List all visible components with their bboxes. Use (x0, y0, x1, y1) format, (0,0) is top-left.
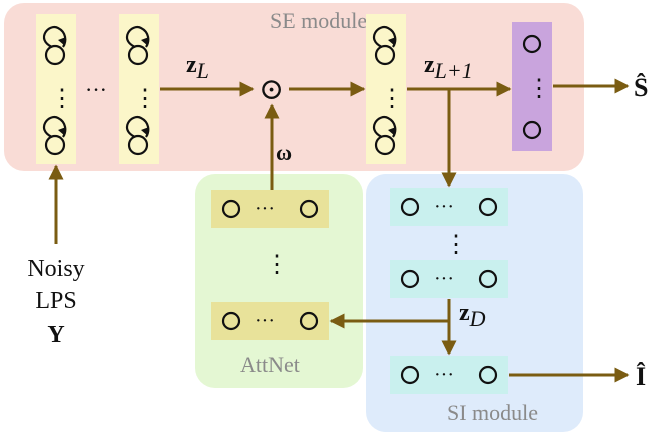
se-recurrent-layer-l-plus-1: ⋮ (366, 14, 406, 164)
si-module-label: SI module (447, 400, 538, 425)
se-recurrent-layer-l: ⋮ (119, 14, 159, 164)
node-circle-icon (478, 365, 498, 385)
attnet-layer-top: ··· (211, 190, 329, 228)
node-circle-icon (299, 199, 319, 219)
se-module-label: SE module (270, 8, 367, 33)
vdots-symbol: ⋮ (444, 232, 468, 258)
hdots-symbol: ··· (434, 364, 454, 386)
hadamard-product-icon: ⊙ (259, 73, 284, 106)
node-circle-icon (400, 269, 420, 289)
node-circle-icon (400, 197, 420, 217)
z-l1-base: z (424, 52, 435, 78)
output-s-hat: Ŝ (634, 73, 648, 102)
si-layer-middle: ··· (390, 260, 508, 298)
node-circle-icon (478, 269, 498, 289)
hdots-symbol: ··· (255, 198, 275, 220)
hdots-symbol: ··· (434, 268, 454, 290)
arrows (48, 78, 630, 383)
node-circle-icon (522, 120, 542, 140)
attnet-layer-bottom: ··· (211, 302, 329, 340)
vdots-symbol: ⋮ (50, 86, 74, 112)
output-i-hat: Î (636, 362, 646, 391)
z-l1-sub: L+1 (434, 58, 473, 83)
z-d-sub: D (469, 306, 486, 331)
se-output-layer: ⋮ (512, 22, 552, 151)
z-d-label: zD (459, 300, 486, 331)
vdots-symbol: ⋮ (265, 252, 289, 278)
input-label-lps: LPS (35, 288, 76, 314)
node-circle-icon (221, 311, 241, 331)
omega-label: ω (276, 140, 292, 165)
z-d-base: z (459, 300, 470, 326)
z-l-sub: L (196, 58, 209, 83)
node-circle-icon (299, 311, 319, 331)
hdots-symbol: ··· (255, 310, 275, 332)
attnet-module-label: AttNet (240, 352, 300, 377)
si-layer-output: ··· (390, 356, 508, 394)
se-recurrent-layer-1: ⋮ (36, 14, 76, 164)
input-label-y: Y (47, 322, 64, 348)
vdots-symbol: ⋮ (133, 86, 157, 112)
vdots-symbol: ⋮ (380, 86, 404, 112)
z-l-base: z (186, 52, 197, 78)
si-layer-top: ··· (390, 188, 508, 226)
node-circle-icon (221, 199, 241, 219)
z-l-label: zL (186, 52, 209, 83)
input-label-noisy: Noisy (27, 256, 84, 282)
node-circle-icon (478, 197, 498, 217)
hdots-symbol: ··· (85, 77, 107, 102)
node-circle-icon (522, 34, 542, 54)
z-l-plus-1-label: zL+1 (424, 52, 473, 83)
hdots-symbol: ··· (434, 196, 454, 218)
node-circle-icon (400, 365, 420, 385)
vdots-symbol: ⋮ (527, 76, 551, 102)
